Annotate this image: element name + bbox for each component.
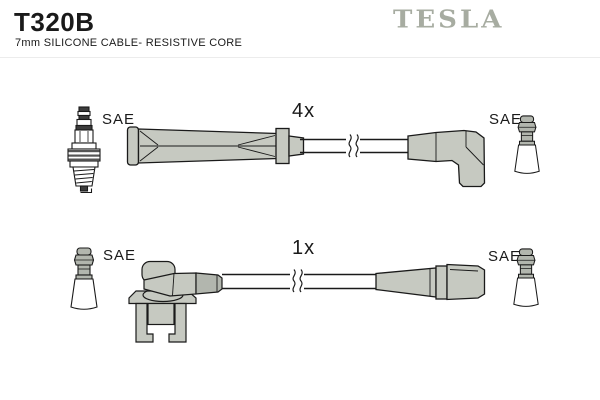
straight-boot-row1 <box>126 126 305 166</box>
part-number: T320B <box>14 7 95 37</box>
header-divider <box>0 57 600 58</box>
sae-label-row2-right: SAE <box>488 248 522 265</box>
sae-terminal-icon-row1 <box>514 115 540 174</box>
sae-terminal-icon-row2-right <box>513 248 539 307</box>
straight-boot-row2 <box>375 263 486 301</box>
spark-plug-icon <box>67 106 101 194</box>
quantity-label-row2: 1x <box>292 237 316 259</box>
tesla-logo: TESLA <box>393 5 505 35</box>
cable-spec-subtitle: 7mm SILICONE CABLE- RESISTIVE CORE <box>15 37 243 49</box>
elbow-boot-row1 <box>407 129 486 188</box>
quantity-label-row1: 4x <box>292 100 316 122</box>
elbow-boot-with-bracket-row2 <box>128 260 223 343</box>
sae-label-row2-left: SAE <box>103 247 137 264</box>
sae-terminal-icon-row2-left <box>70 247 98 310</box>
sae-label-row1-right: SAE <box>489 111 523 128</box>
sae-label-row1-left: SAE <box>102 111 136 128</box>
cable-row1 <box>300 133 412 158</box>
cable-row2 <box>222 268 378 294</box>
